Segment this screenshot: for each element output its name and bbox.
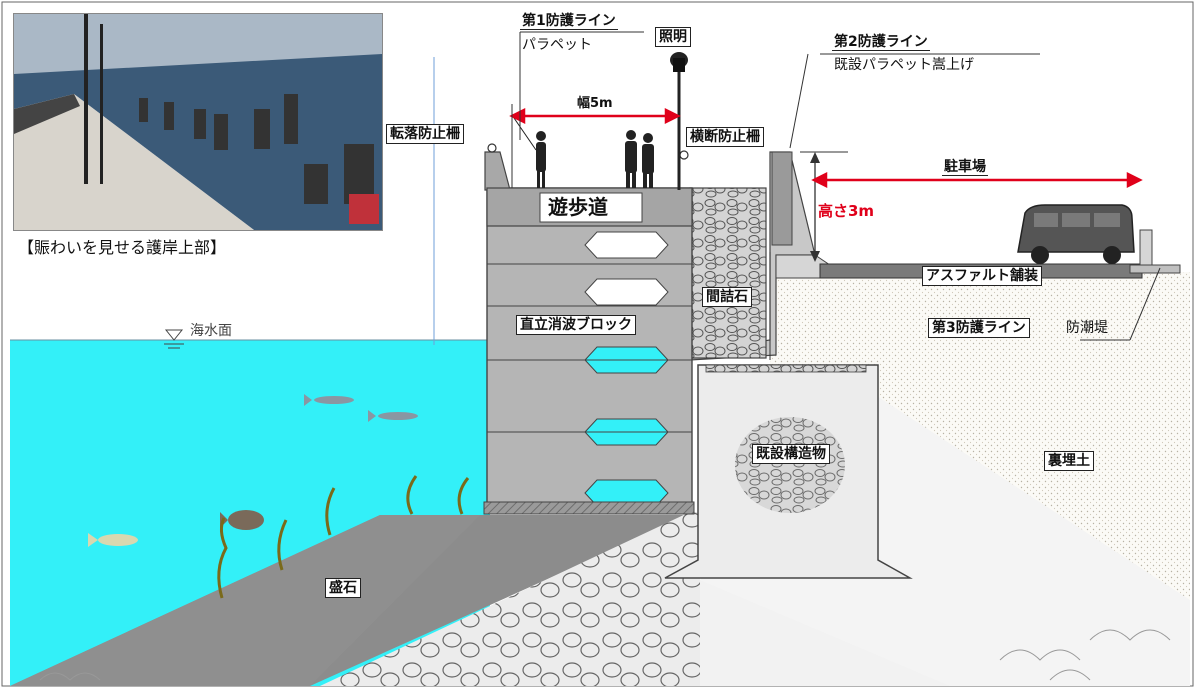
armor-stones — [320, 512, 700, 686]
sea-level-label: 海水面 — [190, 323, 232, 339]
photo-inset — [13, 13, 383, 231]
asphalt-label: アスファルト舗装 — [922, 266, 1042, 286]
cross-fence-label: 横断防止柵 — [686, 127, 764, 147]
block-stack — [486, 187, 693, 514]
photo-caption: 【賑わいを見せる護岸上部】 — [18, 238, 227, 257]
line1-title: 第1防護ライン — [520, 13, 618, 30]
backfill-label: 裏埋土 — [1044, 451, 1094, 471]
existing-structure-label: 既設構造物 — [752, 444, 830, 464]
promenade-label: 遊歩道 — [548, 195, 608, 219]
line1-subtitle: パラペット — [522, 37, 592, 53]
filler-stone — [689, 187, 767, 359]
height-dimension — [800, 151, 848, 262]
fall-fence-post — [487, 143, 497, 153]
block-label: 直立消波ブロック — [516, 315, 636, 335]
height-label: 高さ3m — [818, 202, 875, 220]
fall-fence-label: 転落防止柵 — [386, 124, 464, 144]
parking-label: 駐車場 — [942, 159, 988, 176]
block-opening — [584, 278, 669, 306]
van-icon — [1017, 204, 1135, 264]
lighting-label: 照明 — [655, 27, 691, 47]
line3-title: 第3防護ライン — [928, 318, 1030, 338]
line2-title: 第2防護ライン — [832, 34, 930, 51]
line2-subtitle: 既設パラペット嵩上げ — [834, 57, 974, 73]
sea-level-marker — [164, 329, 184, 349]
parking-arrow — [811, 171, 1143, 189]
block-opening — [584, 231, 669, 259]
fish-icons — [88, 394, 418, 547]
width-arrow — [509, 107, 681, 125]
people-silhouettes — [513, 117, 654, 188]
mound-label: 盛石 — [325, 578, 361, 598]
seaweed-icons — [217, 475, 470, 599]
filler-stone-label: 間詰石 — [702, 287, 752, 307]
cross-fence-post — [679, 150, 689, 160]
line3-subtitle: 防潮堤 — [1066, 320, 1108, 336]
width-label: 幅5m — [577, 96, 613, 111]
